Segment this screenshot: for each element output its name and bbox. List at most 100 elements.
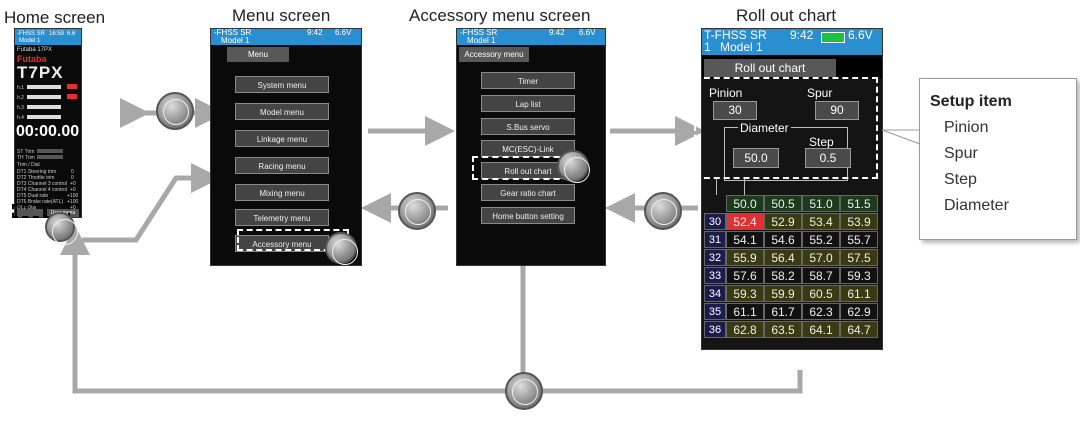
chart-header-cell: 51.5: [840, 195, 878, 212]
home-menu-highlight: [12, 204, 70, 218]
futaba-logo: Futaba: [17, 54, 47, 64]
menu-time: 9:42: [307, 28, 323, 37]
dial-val-5: +100: [67, 193, 79, 199]
th-trim-bar: [37, 155, 63, 159]
touch-finger-icon: [325, 232, 358, 265]
ch-label-1: h.1: [17, 85, 24, 91]
radio-logo: T7PX: [17, 63, 64, 82]
setup-item-pinion: Pinion: [944, 119, 989, 136]
home-mode: -FHSS SR: [17, 31, 46, 37]
arrow-home-to-menu-lower: [82, 163, 221, 243]
spur-field[interactable]: 90: [815, 101, 859, 120]
gear-ratio-chart-button[interactable]: Gear ratio chart: [481, 184, 575, 201]
sbus-servo-button[interactable]: S.Bus servo: [481, 118, 575, 135]
home-model: Model 1: [19, 38, 41, 44]
accessory-time: 9:42: [549, 28, 565, 37]
chart-cell: 62.8: [726, 321, 764, 338]
chart-row-label: 36: [704, 321, 726, 338]
accessory-mode: -FHSS SR: [460, 28, 498, 37]
accessory-screen-label: Accessory menu screen: [409, 6, 591, 25]
dial-val-4: +0: [70, 187, 76, 193]
diameter-field[interactable]: 50.0: [733, 148, 779, 168]
setup-item-step: Step: [944, 171, 977, 188]
dial-val-7: +0: [70, 205, 76, 211]
home-screen-label: Home screen: [4, 8, 106, 27]
touch-finger-icon: [398, 192, 436, 230]
dial-row-4: DT4 Channel 4 control: [17, 187, 68, 193]
chart-cell: 60.5: [802, 285, 840, 302]
menu-voltage: 6.6V: [335, 28, 352, 37]
home-timer: 00:00.00: [16, 123, 80, 140]
chart-cell: 61.1: [726, 303, 764, 320]
spur-label: Spur: [807, 86, 833, 100]
accessory-model: Model 1: [467, 36, 496, 45]
setup-item-title: Setup item: [930, 93, 1012, 110]
chart-cell: 52.9: [764, 213, 802, 230]
dial-row-2: DT2 Throttle trim: [17, 175, 55, 181]
touch-finger-icon: [557, 150, 590, 183]
chart-cell: 55.9: [726, 249, 764, 266]
pinion-label: Pinion: [709, 86, 743, 100]
dial-val-6: +100: [67, 199, 79, 205]
ch-flag-2: [67, 94, 77, 99]
rollout-screen: T-FHSS SR 9:42 6.6V 1 Model 1 Roll out c…: [701, 28, 883, 350]
home-status-bar: -FHSS SR 16:59 6.6 Model 1: [15, 29, 81, 45]
chart-cell: 64.7: [840, 321, 878, 338]
chart-cell: 53.4: [802, 213, 840, 230]
ch-label-2: h.2: [17, 95, 24, 101]
rollout-status-bar: T-FHSS SR 9:42 6.6V 1 Model 1: [702, 29, 882, 55]
accessory-screen: -FHSS SR 9:42 6.6V Model 1 Accessory men…: [456, 28, 606, 266]
setup-item-spur: Spur: [944, 145, 978, 162]
chart-cell: 62.9: [840, 303, 878, 320]
home-screen: -FHSS SR 16:59 6.6 Model 1 Futaba 17PX F…: [14, 28, 82, 218]
chart-cell: 59.9: [764, 285, 802, 302]
timer-button[interactable]: Timer: [481, 72, 575, 89]
mixing-menu-button[interactable]: Mixing menu: [235, 184, 329, 201]
racing-menu-button[interactable]: Racing menu: [235, 157, 329, 174]
menu-model: Model 1: [221, 36, 250, 45]
menu-mode: -FHSS SR: [214, 28, 252, 37]
chart-cell: 61.1: [840, 285, 878, 302]
system-menu-button[interactable]: System menu: [235, 76, 329, 93]
chart-header-cell: 50.0: [726, 195, 764, 212]
dial-title: Trim / Dial: [17, 162, 40, 168]
pinion-field[interactable]: 30: [713, 101, 757, 120]
chart-cell: 56.4: [764, 249, 802, 266]
telemetry-menu-button[interactable]: Telemetry menu: [235, 209, 329, 226]
rollout-voltage: 6.6V: [848, 28, 873, 42]
rollout-mode: T-FHSS SR: [704, 28, 767, 42]
model-menu-button[interactable]: Model menu: [235, 103, 329, 120]
st-trim-label: ST Trim: [17, 149, 35, 155]
ch-label-3: h.3: [17, 105, 24, 111]
dial-val-3: +0: [70, 181, 76, 187]
chart-header-cell: 50.5: [764, 195, 802, 212]
chart-cell: 57.5: [840, 249, 878, 266]
touch-finger-icon: [644, 192, 682, 230]
chart-cell: 58.2: [764, 267, 802, 284]
chart-cell: 61.7: [764, 303, 802, 320]
touch-finger-icon: [45, 212, 78, 245]
linkage-menu-button[interactable]: Linkage menu: [235, 130, 329, 147]
home-menu-button[interactable]: [17, 209, 43, 217]
home-button-setting-button[interactable]: Home button setting: [481, 207, 575, 224]
chart-row-label: 31: [704, 231, 726, 248]
chart-cell: 59.3: [726, 285, 764, 302]
th-trim-label: TH Trim: [17, 155, 35, 161]
lap-list-button[interactable]: Lap list: [481, 95, 575, 112]
chart-cell: 58.7: [802, 267, 840, 284]
chart-connector-right: [744, 179, 745, 195]
accessory-title-tab: Accessory menu: [459, 47, 529, 62]
chart-cell: 63.5: [764, 321, 802, 338]
chart-row-label: 32: [704, 249, 726, 266]
ch-bar-4: [27, 115, 61, 119]
chart-row-label: 30: [704, 213, 726, 230]
chart-cell: 62.3: [802, 303, 840, 320]
chart-cell: 54.6: [764, 231, 802, 248]
step-field[interactable]: 0.5: [805, 148, 851, 168]
rollout-model: Model 1: [720, 40, 763, 54]
rollout-model-num: 1: [704, 40, 711, 54]
menu-status-bar: -FHSS SR 9:42 6.6V Model 1: [211, 29, 361, 45]
chart-connector-left: [716, 179, 717, 195]
chart-cell: 55.7: [840, 231, 878, 248]
rollout-time: 9:42: [790, 28, 814, 42]
